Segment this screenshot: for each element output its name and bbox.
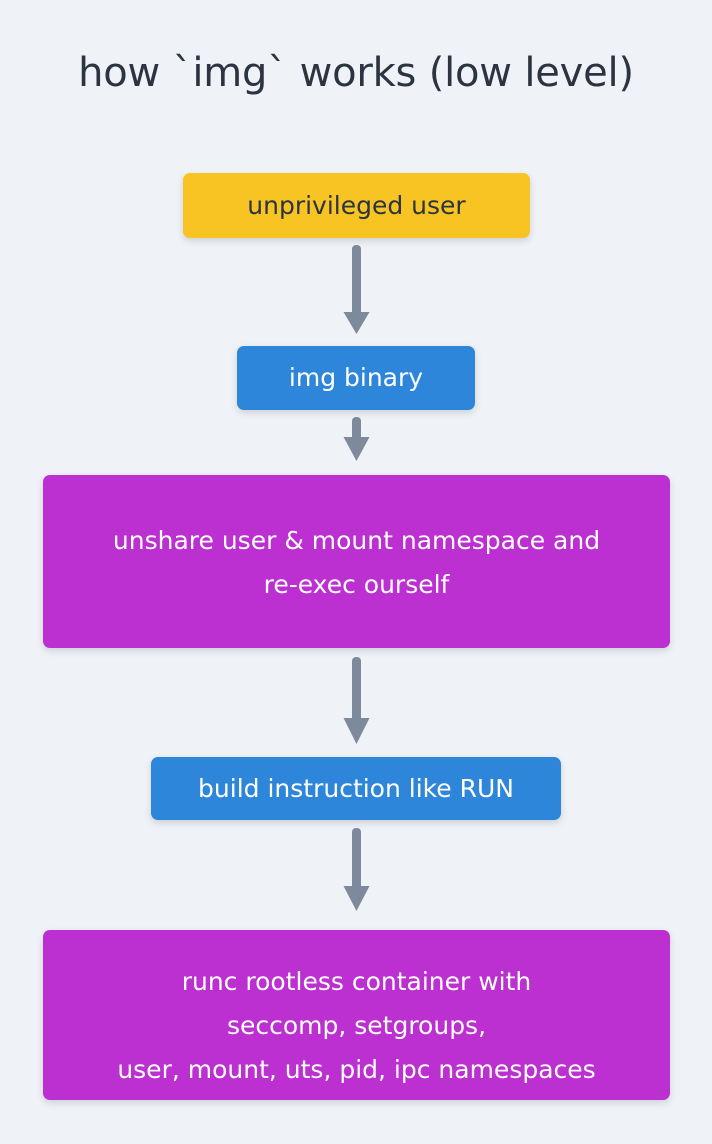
node-unprivileged-user[interactable]: unprivileged user (183, 173, 530, 238)
node-runc-rootless-container[interactable]: runc rootless container with seccomp, se… (43, 930, 670, 1100)
page-title: how `img` works (low level) (78, 50, 634, 96)
node-build-instruction[interactable]: build instruction like RUN (151, 757, 561, 820)
node-img-binary[interactable]: img binary (237, 346, 475, 410)
node-unshare-namespace[interactable]: unshare user & mount namespace and re-ex… (43, 475, 670, 648)
